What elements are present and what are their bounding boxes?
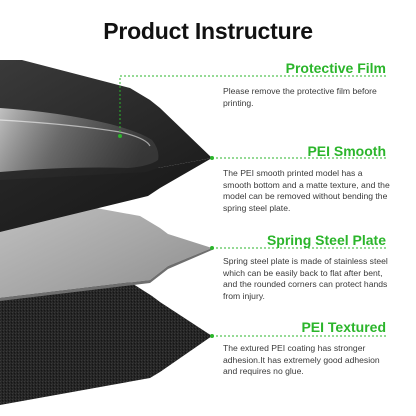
protective-film <box>0 108 159 172</box>
pei-textured-sheet <box>0 262 212 405</box>
protective-film-highlight <box>0 119 151 147</box>
callout-spring-steel <box>210 246 386 250</box>
spring-steel-sheet <box>0 196 212 298</box>
callout-protective-film <box>118 75 386 138</box>
callout-pei-textured <box>210 334 386 338</box>
layer-desc-protective-film: Please remove the protective film before… <box>223 86 377 108</box>
layer-desc-pei-smooth: The PEI smooth printed model has a smoot… <box>223 168 390 214</box>
layer-title-pei-smooth: PEI Smooth <box>307 143 386 159</box>
layer-desc-pei-textured: The extured PEI coating has stronger adh… <box>223 343 380 377</box>
layer-title-protective-film: Protective Film <box>285 60 386 76</box>
layer-desc-spring-steel-plate: Spring steel plate is made of stainless … <box>223 256 388 302</box>
callout-pei-smooth <box>210 156 386 160</box>
page-title: Product Instructure <box>103 18 313 44</box>
layer-title-spring-steel-plate: Spring Steel Plate <box>266 232 386 248</box>
layer-title-pei-textured: PEI Textured <box>301 319 386 335</box>
spring-steel-edge <box>0 248 212 301</box>
